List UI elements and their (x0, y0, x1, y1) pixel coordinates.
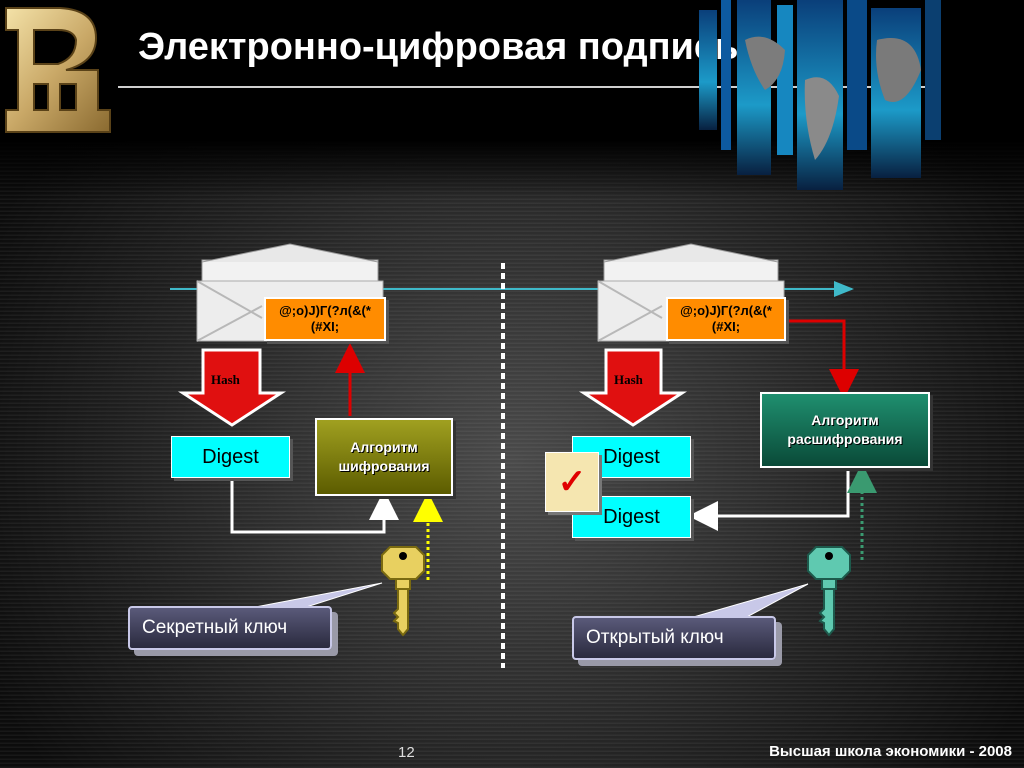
right-hash-arrow (578, 348, 688, 427)
secret-key-card: Секретный ключ (128, 606, 332, 650)
checkmark-icon: ✓ (545, 452, 599, 512)
left-digest: Digest (171, 436, 290, 478)
page-number: 12 (398, 744, 415, 761)
left-cipher-text: @;o)J)Г(?л(&(* (#XI; (264, 297, 386, 341)
footer-text: Высшая школа экономики - 2008 (769, 743, 1012, 760)
hse-logo (5, 7, 111, 133)
globe-decoration (699, 0, 941, 190)
right-cipher-connector (786, 319, 859, 399)
encryption-algorithm: Алгоритм шифрования (315, 418, 453, 496)
decryption-algorithm: Алгоритм расшифрования (760, 392, 930, 468)
public-key-icon (807, 546, 851, 637)
secret-key-icon (381, 546, 425, 637)
right-cipher-text: @;o)J)Г(?л(&(* (#XI; (666, 297, 786, 341)
title-divider (118, 86, 938, 88)
left-hash-label: Hash (211, 372, 240, 387)
public-key-callout (689, 583, 809, 619)
right-digest-decrypted: Digest (572, 496, 691, 538)
right-decrypt-connector (688, 470, 850, 531)
right-hash-label: Hash (614, 372, 643, 387)
public-key-card: Открытый ключ (572, 616, 776, 660)
slide-title: Электронно-цифровая подпись (138, 26, 739, 68)
left-digest-connector (230, 478, 399, 534)
left-hash-arrow (177, 348, 287, 427)
